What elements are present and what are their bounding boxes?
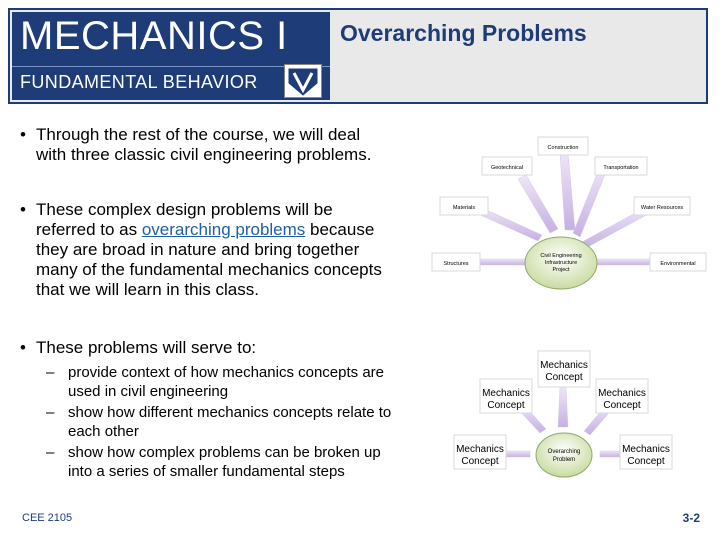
course-subtitle: FUNDAMENTAL BEHAVIOR [20,72,258,92]
node-water-resources-label: Water Resources [641,205,684,211]
node-transportation [594,156,648,176]
bullet-3-line-1: These problems will serve to: [36,338,257,357]
course-code: CEE 2105 [22,512,73,524]
node-construction-label: Construction [548,145,579,151]
banner-left-panel [12,12,330,100]
bullet-2-line-3: they are broad in nature and bring toget… [36,240,360,259]
concept-node-upper-left [479,378,533,414]
bullet-3: • These problems will serve to: [20,338,426,358]
concept-node-upper-left-line-2: Concept [487,400,524,411]
slide-number: 3-2 [682,511,700,525]
node-materials-label: Materials [453,205,476,211]
concept-node-upper-right-line-1: Mechanics [598,388,646,399]
concept-node-lower-right-line-1: Mechanics [622,444,670,455]
concept-node-lower-left [453,434,507,470]
concept-node-upper-left-line-1: Mechanics [482,388,530,399]
course-title: MECHANICS I [20,14,288,58]
bullet-1-line-2: with three classic civil engineering pro… [36,145,372,164]
sub-bullet-1-line-1: provide context of how mechanics concept… [68,364,385,381]
center-node-line-2: Infrastructure [545,260,577,266]
overarching-problem-line-2: Problem [553,457,575,463]
sub-bullet-2-line-1: show how different mechanics concepts re… [68,404,392,421]
node-structures-label: Structures [443,261,468,267]
node-materials [439,196,489,216]
concept-node-top [537,350,591,388]
overarching-problem-node [535,432,593,478]
bullet-2: • These complex design problems will be … [20,200,426,300]
center-node-line-3: Project [552,267,570,273]
bullet-2-line-1: These complex design problems will be [36,200,333,219]
concept-node-top-line-1: Mechanics [540,360,588,371]
node-construction [537,136,589,156]
sub-bullet-2-line-2: each other [68,423,139,440]
concept-node-lower-left-line-2: Concept [461,456,498,467]
header-banner: MECHANICS I FUNDAMENTAL BEHAVIOR Overarc… [8,8,708,104]
node-water-resources [633,196,691,216]
node-environmental [649,252,707,272]
concept-node-lower-left-line-1: Mechanics [456,444,504,455]
node-environmental-label: Environmental [660,261,695,267]
concept-node-upper-right-line-2: Concept [603,400,640,411]
sub-bullet-2: – show how different mechanics concepts … [46,403,428,441]
villanova-logo-icon [284,64,322,98]
node-transportation-label: Transportation [603,165,638,171]
concept-node-upper-right [595,378,649,414]
sub-bullet-1-line-2: used in civil engineering [68,383,229,400]
center-node-line-1: Civil Engineering [540,253,581,259]
slide-title: Overarching Problems [340,20,587,46]
node-structures [431,252,481,272]
concept-node-lower-right-line-2: Concept [627,456,664,467]
banner-divider [12,66,330,67]
bullet-2-line-2: referred to as overarching problems beca… [36,220,375,239]
bullet-1: • Through the rest of the course, we wil… [20,125,426,165]
sub-bullet-3: – show how complex problems can be broke… [46,443,428,481]
node-geotechnical-label: Geotechnical [491,165,523,171]
center-node [524,236,598,290]
overarching-problems-link[interactable]: overarching problems [141,220,306,239]
sub-bullet-3-line-2: into a series of smaller fundamental ste… [68,463,345,480]
node-geotechnical [481,156,533,176]
concept-node-lower-right [619,434,673,470]
overarching-problem-line-1: Overarching [548,449,581,455]
bullet-1-line-1: Through the rest of the course, we will … [36,125,361,144]
bullet-2-line-5: that we will learn in this class. [36,280,259,299]
overarching-problem-diagram: Overarching Problem Mechanics Concept Me… [453,350,673,478]
concept-node-top-line-2: Concept [545,372,582,383]
bullet-2-line-4: many of the fundamental mechanics concep… [36,260,382,279]
sub-bullet-3-line-1: show how complex problems can be broken … [68,444,381,461]
infrastructure-diagram: Civil Engineering Infrastructure Project… [431,136,707,290]
sub-bullet-1: – provide context of how mechanics conce… [46,363,428,401]
